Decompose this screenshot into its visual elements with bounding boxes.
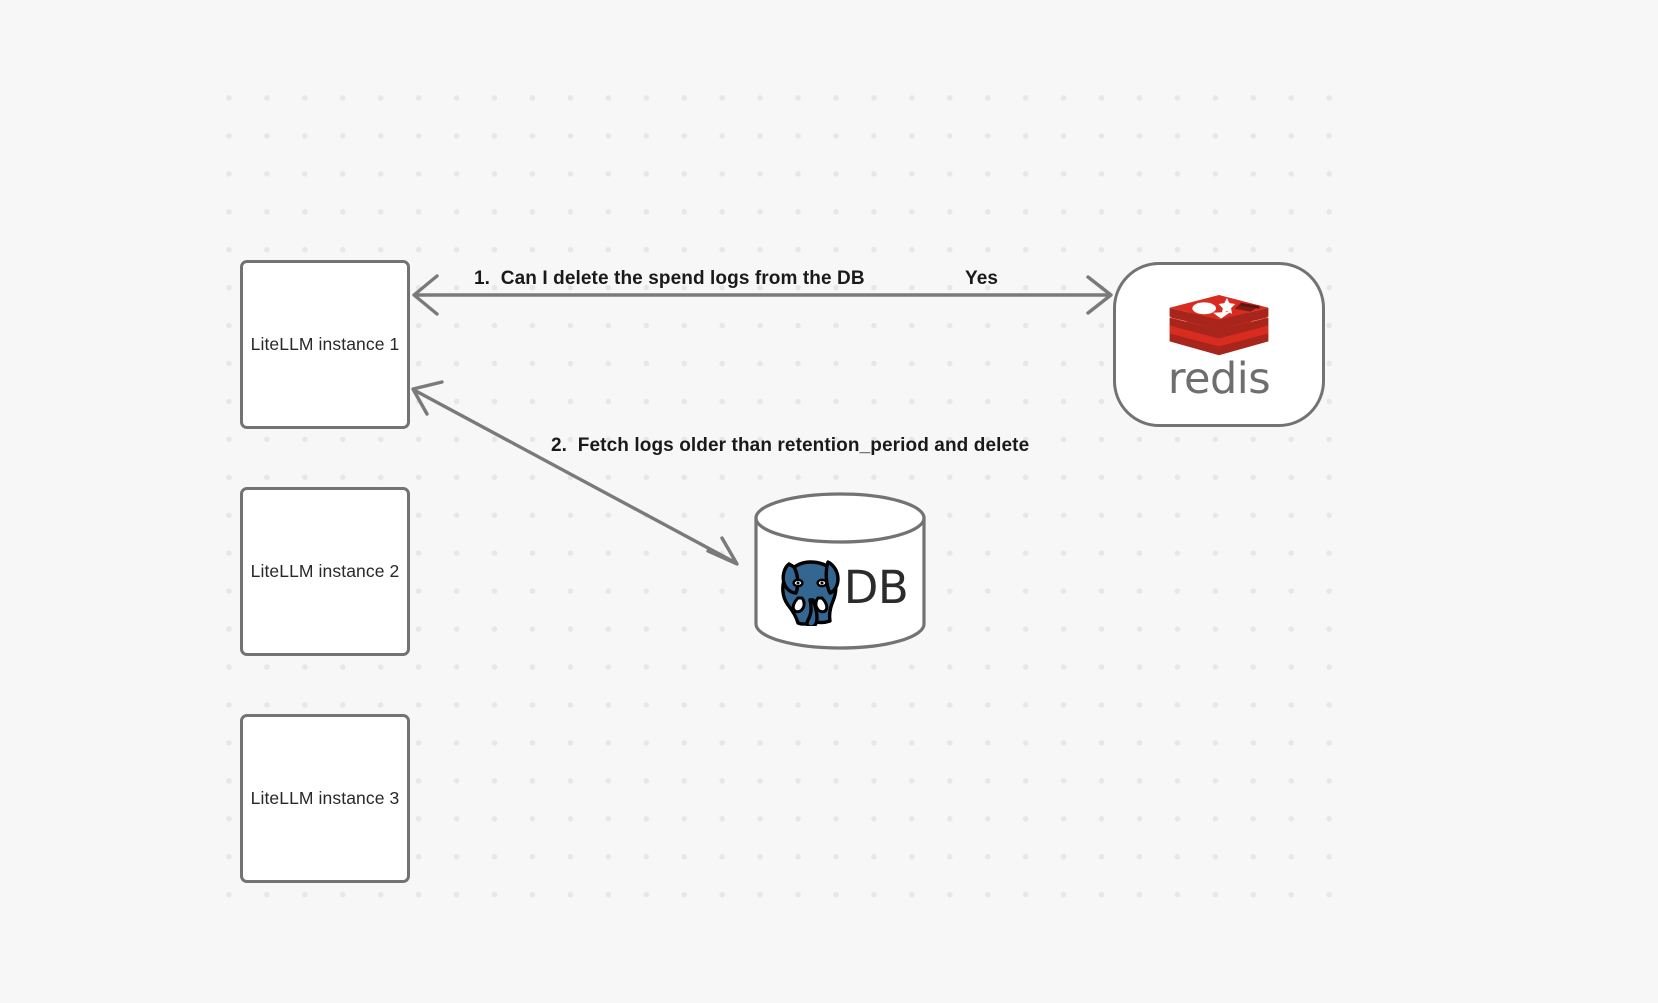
edge-label-1-reply: Yes xyxy=(965,268,999,289)
node-litellm-instance-1-label: LiteLLM instance 1 xyxy=(250,334,400,354)
node-litellm-instance-2[interactable]: LiteLLM instance 2 xyxy=(240,487,410,656)
arrowhead-downright xyxy=(706,536,739,566)
database-label: DB xyxy=(843,560,909,614)
node-litellm-instance-3-label: LiteLLM instance 3 xyxy=(250,788,400,808)
postgresql-elephant-icon xyxy=(779,558,840,626)
database-logo-group: DB xyxy=(754,544,926,630)
redis-wordmark: redis xyxy=(1167,353,1271,404)
node-database[interactable]: DB xyxy=(754,492,926,650)
arrowhead-left xyxy=(412,274,439,316)
arrowhead-right xyxy=(1086,275,1113,315)
redis-logo-icon xyxy=(1169,294,1269,355)
arrowhead-upleft xyxy=(411,380,444,416)
node-litellm-instance-3[interactable]: LiteLLM instance 3 xyxy=(240,714,410,883)
edge-litellm1-db xyxy=(411,380,739,566)
node-redis[interactable]: redis xyxy=(1113,262,1325,427)
edge-litellm1-redis xyxy=(412,274,1113,316)
node-litellm-instance-2-label: LiteLLM instance 2 xyxy=(250,561,400,581)
edge-label-1: 1. Can I delete the spend logs from the … xyxy=(474,268,865,289)
edge-label-2: 2. Fetch logs older than retention_perio… xyxy=(551,435,1030,456)
node-litellm-instance-1[interactable]: LiteLLM instance 1 xyxy=(240,260,410,429)
redis-logo-group: redis xyxy=(1159,290,1279,400)
